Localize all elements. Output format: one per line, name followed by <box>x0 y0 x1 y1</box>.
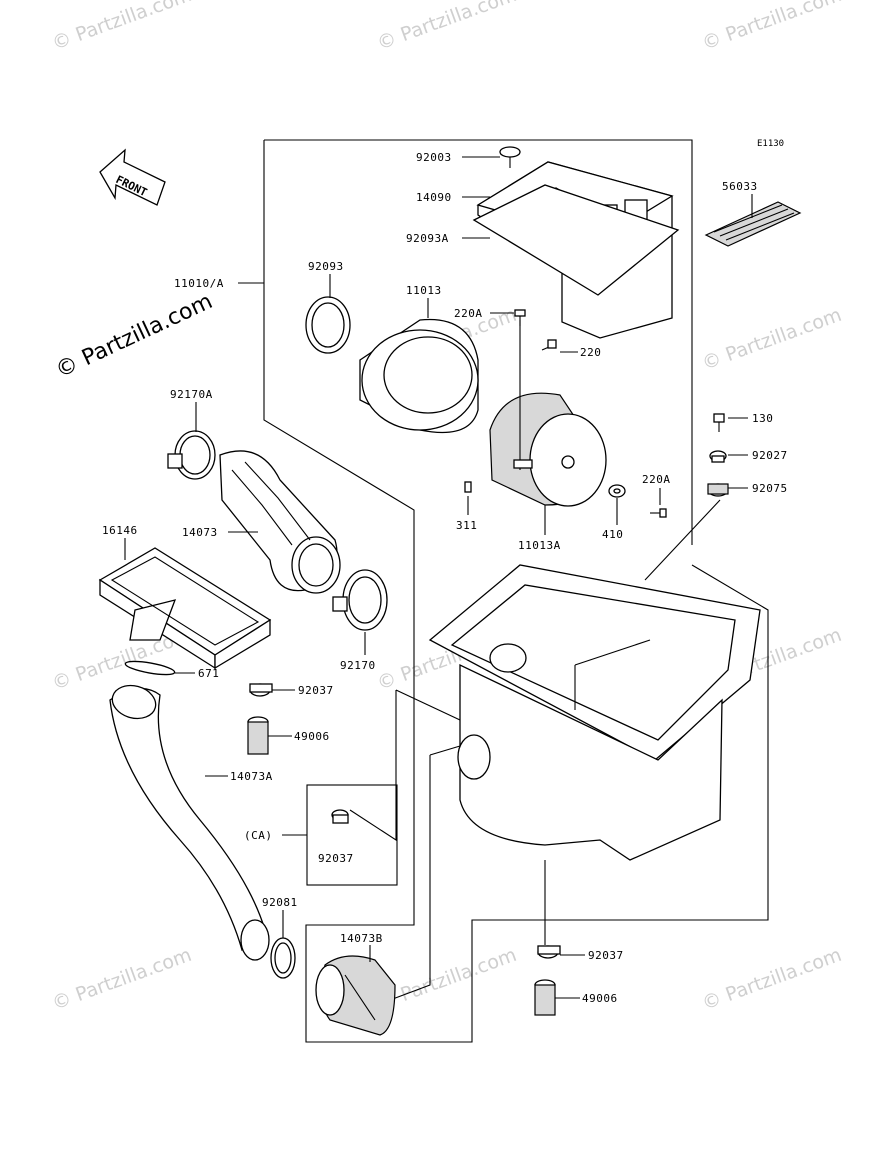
duct-14073A <box>109 684 270 961</box>
grommet-311 <box>464 481 472 493</box>
clamp-92170A <box>167 430 216 480</box>
label-92075: 92075 <box>752 482 788 495</box>
duct-14073 <box>219 450 341 594</box>
label-671: 671 <box>198 667 219 680</box>
label-11013A: 11013A <box>518 539 561 552</box>
cover-16146 <box>98 547 272 670</box>
grommet-92075 <box>707 483 729 497</box>
filter-element-11013A <box>489 320 607 507</box>
watermark-main: © Partzilla.com <box>52 289 216 383</box>
filter-element-11013 <box>359 318 479 434</box>
watermark: © Partzilla.com <box>699 304 844 375</box>
filter-ring-92093 <box>305 296 351 354</box>
clamp-92170 <box>332 569 388 631</box>
watermark: © Partzilla.com <box>49 0 194 55</box>
screw-220A-side <box>650 508 667 518</box>
washer-410 <box>608 484 626 498</box>
watermark: © Partzilla.com <box>374 0 519 55</box>
ca-box <box>306 784 398 886</box>
clamp-92037-a <box>249 683 273 697</box>
label-56033: 56033 <box>722 180 758 193</box>
label-49006-b: 49006 <box>582 992 618 1005</box>
screw-220 <box>541 339 557 351</box>
label-92081: 92081 <box>262 896 298 909</box>
seal-671 <box>124 660 176 676</box>
label-92170A: 92170A <box>170 388 213 401</box>
label-92037-b: 92037 <box>588 949 624 962</box>
label-92037-ca: 92037 <box>318 852 354 865</box>
watermark: © Partzilla.com <box>699 944 844 1015</box>
leader-lines <box>124 156 753 999</box>
label-220A-side: 220A <box>642 473 671 486</box>
label-92003: 92003 <box>416 151 452 164</box>
oring-92081 <box>270 937 296 979</box>
label-92170: 92170 <box>340 659 376 672</box>
watermark: © Partzilla.com <box>374 944 519 1015</box>
airbox-case <box>428 564 761 861</box>
cap-49006-b <box>534 979 556 1016</box>
label-16146: 16146 <box>102 524 138 537</box>
cap-92027 <box>709 450 727 463</box>
screw-220A-top <box>514 309 526 326</box>
label-92027: 92027 <box>752 449 788 462</box>
label-220A-top: 220A <box>454 307 483 320</box>
duct-14073B <box>315 955 396 1036</box>
watermark: © Partzilla.com <box>49 944 194 1015</box>
part-labels: 92003 14090 92093A 56033 11010/A 92093 1… <box>102 151 788 1005</box>
label-11010A: 11010/A <box>174 277 224 290</box>
watermark: © Partzilla.com <box>699 0 844 55</box>
label-130: 130 <box>752 412 773 425</box>
label-14090: 14090 <box>416 191 452 204</box>
assembly-lines <box>238 139 769 1043</box>
label-92093: 92093 <box>308 260 344 273</box>
bolt-92003 <box>499 146 521 168</box>
label-311: 311 <box>456 519 477 532</box>
airbox-lid <box>472 161 680 339</box>
clamp-92037-b <box>537 945 561 959</box>
label-49006-a: 49006 <box>294 730 330 743</box>
diagram-code: E1130 <box>757 139 784 149</box>
cap-49006-a <box>247 716 269 755</box>
bolt-130 <box>713 413 725 432</box>
label-14073: 14073 <box>182 526 218 539</box>
label-11013: 11013 <box>406 284 442 297</box>
label-410: 410 <box>602 528 623 541</box>
label-92093A: 92093A <box>406 232 449 245</box>
label-92037-a: 92037 <box>298 684 334 697</box>
label-ca: (CA) <box>244 829 273 842</box>
front-arrow-icon: FRONT <box>99 148 166 206</box>
label-14073A: 14073A <box>230 770 273 783</box>
decal-56033 <box>704 201 802 247</box>
label-14073B: 14073B <box>340 932 383 945</box>
label-220: 220 <box>580 346 601 359</box>
